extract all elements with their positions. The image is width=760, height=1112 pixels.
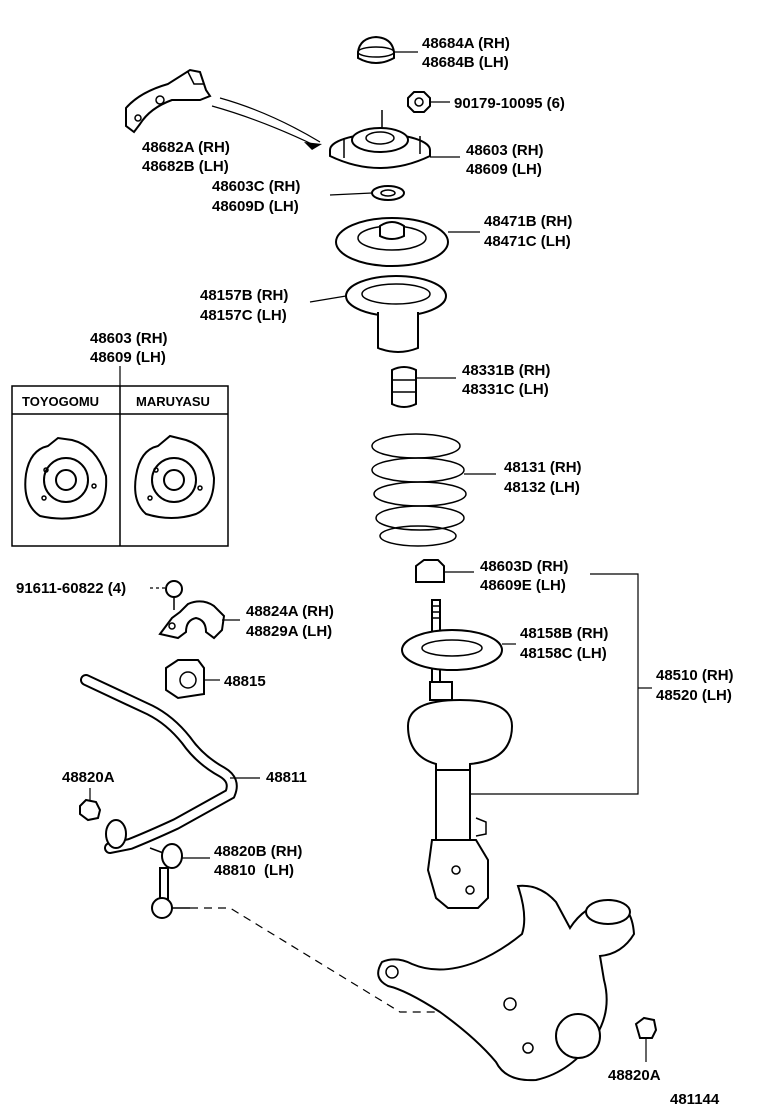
stabilizer-bushing-part	[165, 659, 205, 700]
label-48331B: 48331B (RH)	[462, 362, 550, 379]
label-48157C: 48157C (LH)	[200, 307, 287, 324]
label-48510: 48510 (RH)	[656, 667, 734, 684]
stopper-bracket-part	[125, 68, 212, 134]
label-48684B: 48684B (LH)	[422, 54, 509, 71]
label-48158C: 48158C (LH)	[520, 645, 607, 662]
label-48684A: 48684A (RH)	[422, 35, 510, 52]
spring-insulator-part	[345, 275, 447, 353]
label-48131: 48131 (RH)	[504, 459, 582, 476]
mount-cap-part	[357, 35, 395, 64]
link-nut-upper-part	[79, 798, 102, 822]
label-48810: 48810 (LH)	[214, 862, 294, 879]
bushing-bracket-part	[158, 600, 226, 640]
strut-assembly-part	[401, 599, 514, 909]
coil-spring-part	[371, 433, 467, 547]
upper-spring-seat-part	[335, 217, 449, 267]
label-48471B: 48471B (RH)	[484, 213, 572, 230]
label-48520: 48520 (LH)	[656, 687, 732, 704]
label-48603C: 48603C (RH)	[212, 178, 300, 195]
flange-nut-part	[407, 91, 431, 113]
label-48820B: 48820B (RH)	[214, 843, 302, 860]
label-91611: 91611-60822 (4)	[16, 580, 126, 597]
stabilizer-bar-part	[80, 674, 238, 854]
label-48829A: 48829A (LH)	[246, 623, 332, 640]
label-48603: 48603 (RH)	[466, 142, 544, 159]
bracket-bolt-part	[165, 580, 183, 610]
bump-stopper-part	[391, 366, 417, 408]
bearing-part	[371, 185, 405, 201]
figure-number: 481144	[670, 1091, 720, 1108]
install-arrow	[211, 97, 322, 150]
inset-label-toyogomu: TOYOGOMU	[22, 394, 99, 409]
support-variant-inset	[11, 385, 229, 547]
dashed-connector	[190, 907, 500, 1013]
strut-nut-part	[415, 559, 445, 583]
label-48157B: 48157B (RH)	[200, 287, 288, 304]
label-48158B: 48158B (RH)	[520, 625, 608, 642]
stabilizer-link-part	[149, 843, 190, 919]
label-48820A-upper: 48820A	[62, 769, 115, 786]
inset-label-maruyasu: MARUYASU	[136, 394, 210, 409]
label-90179: 90179-10095 (6)	[454, 95, 565, 112]
label-48132: 48132 (LH)	[504, 479, 580, 496]
label-48682A: 48682A (RH)	[142, 139, 230, 156]
label-48331C: 48331C (LH)	[462, 381, 549, 398]
label-inset-48603: 48603 (RH)	[90, 330, 168, 347]
label-48609E: 48609E (LH)	[480, 577, 566, 594]
label-inset-48609: 48609 (LH)	[90, 349, 166, 366]
label-48471C: 48471C (LH)	[484, 233, 571, 250]
label-48811: 48811	[266, 769, 307, 786]
label-48682B: 48682B (LH)	[142, 158, 229, 175]
upper-support-part	[329, 110, 431, 169]
label-48820A-lower: 48820A	[608, 1067, 661, 1084]
label-48815: 48815	[224, 673, 266, 690]
steering-knuckle-part	[377, 884, 636, 1082]
link-nut-lower-part	[634, 1016, 658, 1039]
label-48603D: 48603D (RH)	[480, 558, 568, 575]
label-48824A: 48824A (RH)	[246, 603, 334, 620]
label-48609: 48609 (LH)	[466, 161, 542, 178]
label-48609D: 48609D (LH)	[212, 198, 299, 215]
leader-lines	[89, 51, 652, 1062]
